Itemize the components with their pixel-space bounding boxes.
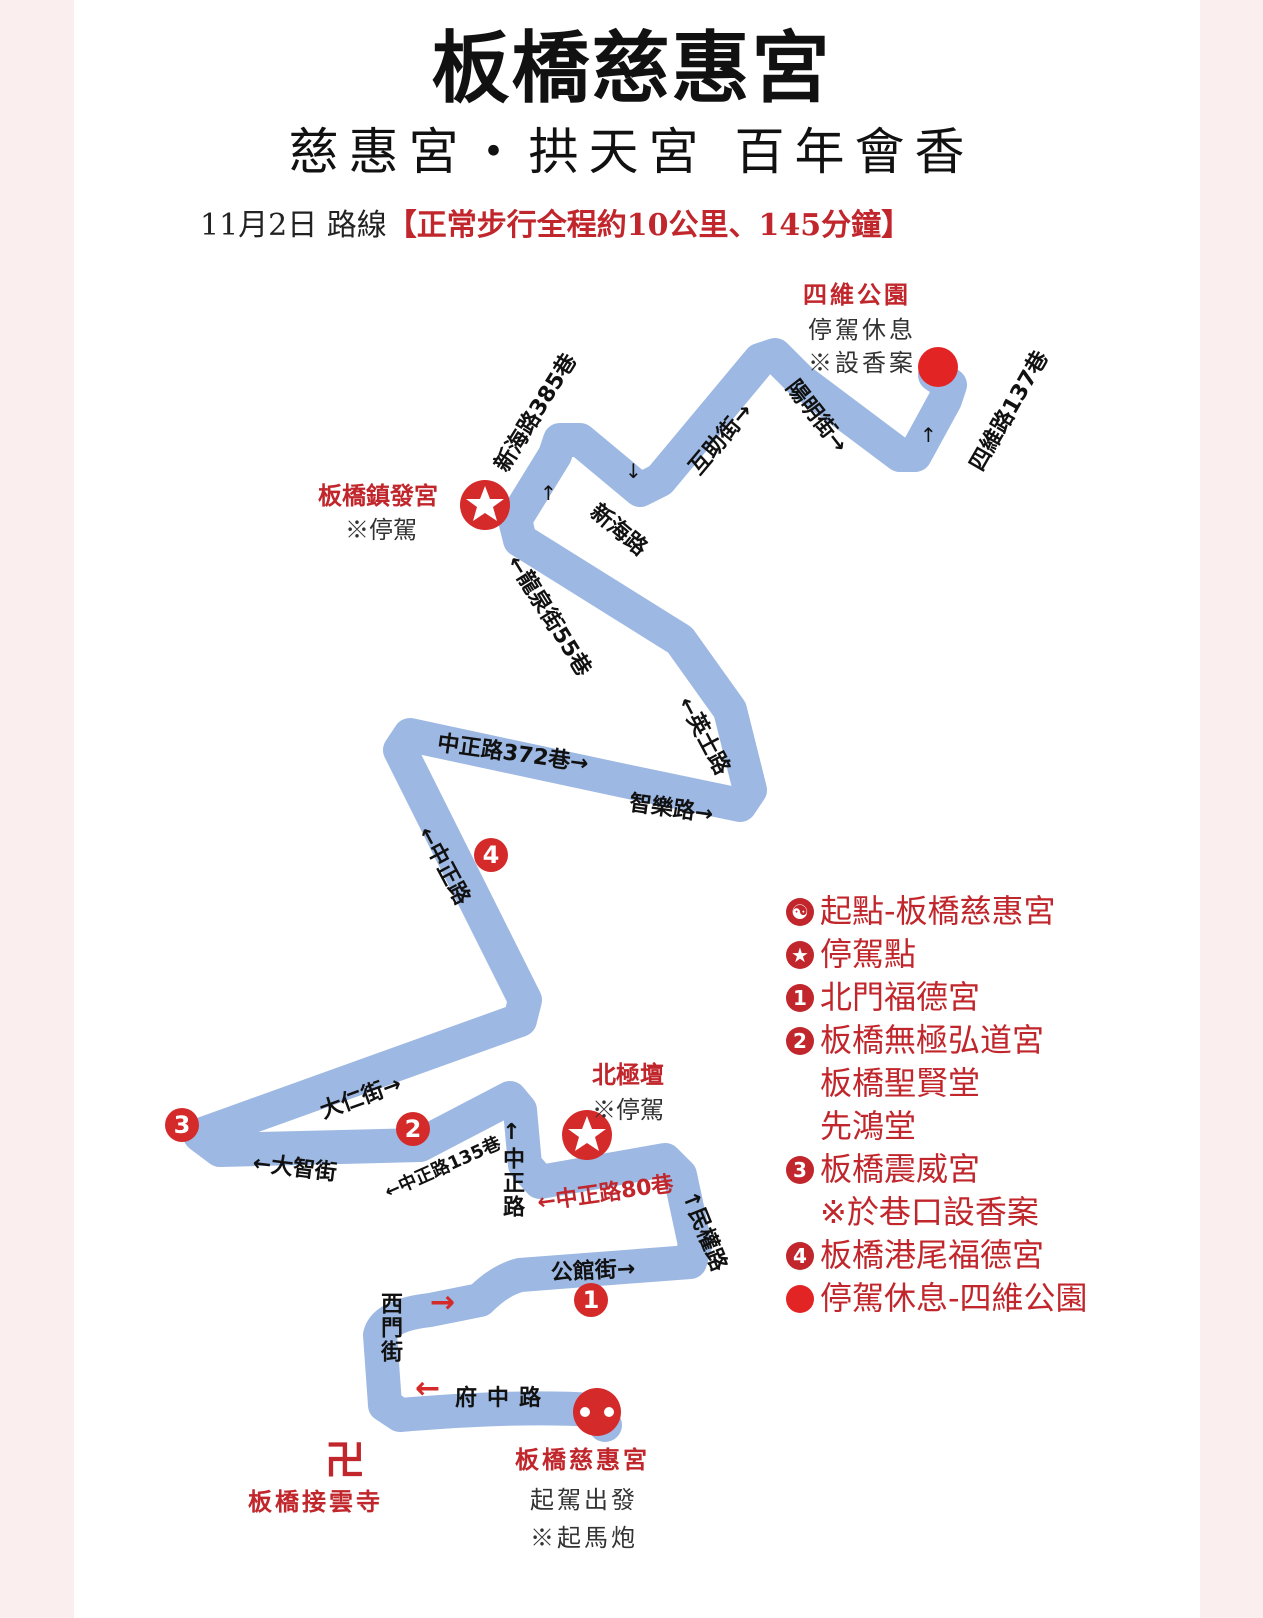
star-icon: ★ <box>786 940 814 969</box>
street-ximen: 西門街 <box>377 1292 402 1364</box>
siwei-park-marker <box>918 347 958 387</box>
arrow-icon: ← <box>415 1371 440 1406</box>
route-info: 11月2日 路線【正常步行全程約10公里、145分鐘】 <box>200 200 1100 244</box>
beiji-star-marker <box>562 1110 612 1160</box>
siwei-park-name: 四維公園 <box>803 280 911 309</box>
zhenfa-name: 板橋鎮發宮 <box>318 481 438 510</box>
jieyun-swastika-icon: 卍 <box>325 1437 365 1484</box>
route-path <box>183 338 967 1442</box>
cihui-name: 板橋慈惠宮 <box>515 1445 650 1474</box>
cihui-note1: 起駕出發 <box>530 1486 638 1514</box>
arrow-icon: ↑ <box>540 481 557 505</box>
street-gongguan: 公館街→ <box>550 1256 636 1286</box>
yin-yang-icon: ☯ <box>786 897 814 926</box>
street-zhongzheng-short: ↑中正路 <box>499 1120 524 1219</box>
siwei-park-note2: ※設香案 <box>808 349 916 377</box>
siwei-park-note1: 停駕休息 <box>808 316 916 344</box>
legend-item-rest: ●停駕休息-四維公園 <box>786 1277 1088 1320</box>
arrow-icon: ↑ <box>920 423 937 447</box>
badge-2: 2 <box>396 1112 430 1146</box>
badge-4: 4 <box>474 838 508 872</box>
zhenfa-note: ※停駕 <box>345 516 417 544</box>
number-4-icon: 4 <box>786 1241 814 1270</box>
poster-page <box>74 0 1200 1618</box>
legend-item-2b: 板橋聖賢堂 <box>820 1064 981 1102</box>
street-fuzhong: 府中路 <box>455 1386 552 1411</box>
legend-item-2c: 先鴻堂 <box>820 1107 917 1145</box>
legend-item-stop: ★停駕點 <box>786 933 1088 976</box>
beiji-name: 北極壇 <box>592 1060 664 1089</box>
route-summary: 【正常步行全程約10公里、145分鐘】 <box>386 208 912 243</box>
arrow-icon: → <box>430 1285 455 1320</box>
route-date: 11月2日 路線 <box>200 208 387 243</box>
number-3-icon: 3 <box>786 1155 814 1184</box>
yin-yang-start-marker <box>573 1388 621 1436</box>
badge-3: 3 <box>165 1108 199 1142</box>
page-subtitle: 慈惠宮・拱天宮 百年會香 <box>288 123 975 181</box>
legend-item-3b: ※於巷口設香案 <box>820 1193 1039 1231</box>
jieyun-name: 板橋接雲寺 <box>248 1487 383 1516</box>
zhenfa-star-marker <box>460 480 510 530</box>
page-title: 板橋慈惠宮 <box>431 24 832 114</box>
cihui-note2: ※起馬炮 <box>530 1524 638 1552</box>
badge-1: 1 <box>574 1283 608 1317</box>
arrow-icon: ↓ <box>625 459 642 483</box>
legend-item-start: ☯起點-板橋慈惠宮 <box>786 890 1088 933</box>
number-1-icon: 1 <box>786 983 814 1012</box>
beiji-note: ※停駕 <box>592 1096 664 1124</box>
number-2-icon: 2 <box>786 1026 814 1055</box>
red-dot-icon: ● <box>786 1284 814 1313</box>
